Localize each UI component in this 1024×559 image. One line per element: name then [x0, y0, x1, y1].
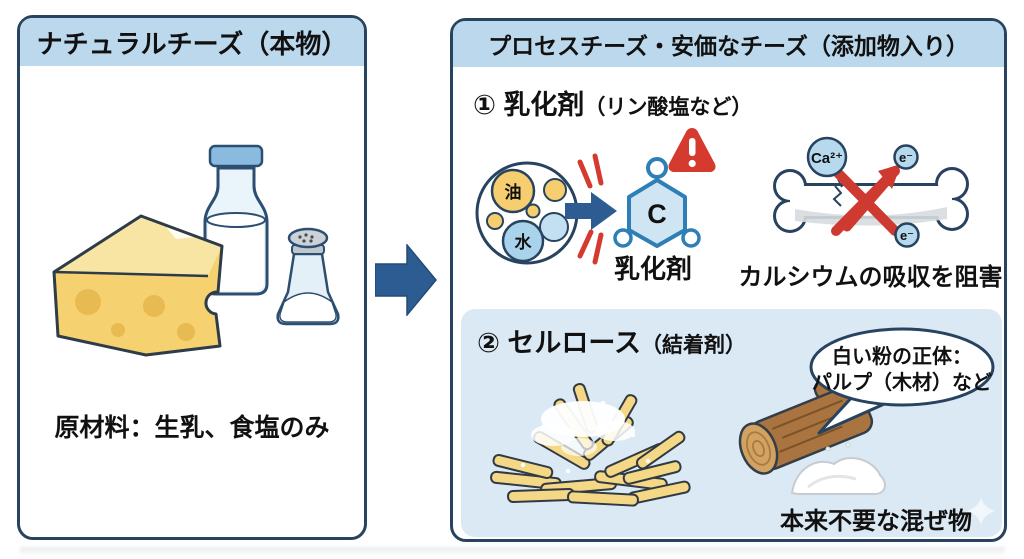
spark-marks	[577, 153, 604, 265]
white-powder-icon	[790, 442, 886, 495]
powder-dusting	[520, 400, 651, 474]
section1-heading-main: ① 乳化剤	[473, 90, 585, 120]
section1-heading: ① 乳化剤（リン酸塩など）	[473, 83, 752, 122]
shredded-cheese-icon	[490, 382, 691, 507]
oil-label: 油	[505, 182, 522, 202]
bone-icon	[773, 167, 969, 233]
water-label: 水	[515, 232, 533, 252]
left-panel-caption: 原材料：生乳、食塩のみ	[54, 414, 330, 442]
ingredients-illustration	[52, 144, 340, 357]
electron-icon	[894, 222, 920, 248]
warning-triangle-icon	[668, 128, 716, 172]
process-cheese-panel: プロセスチーズ・安価なチーズ（添加物入り） ① 乳化剤（リン酸塩など） 油 水	[450, 18, 1007, 542]
right-arrow-icon	[375, 244, 437, 316]
emulsifier-label: 乳化剤	[613, 254, 692, 284]
calcium-ion-icon	[806, 136, 848, 178]
carbon-label: C	[647, 199, 667, 229]
reaction-arrow-icon	[565, 153, 617, 265]
oil-water-circle-icon: 油 水	[475, 161, 579, 265]
section2-caption: 本来不要な混ぜ物	[780, 508, 972, 535]
molecule-icon: C	[613, 157, 701, 248]
escape-arrow-icon	[842, 164, 901, 232]
left-panel-title: ナチュラルチーズ（本物）	[20, 18, 364, 66]
section2-heading-main: ② セルロース	[477, 328, 642, 358]
speech-bubble: 白い粉の正体： パルプ（木材）など	[809, 327, 995, 435]
section2-heading-sub: （結着剤）	[641, 334, 747, 357]
small-right-arrow-icon	[565, 192, 617, 230]
calcium-label: Ca²⁺	[811, 150, 843, 167]
electron-icon	[893, 144, 919, 170]
sparkle-icon	[967, 497, 995, 525]
section2-heading: ② セルロース（結着剤）	[477, 321, 746, 360]
ground-shadow	[20, 547, 1005, 556]
right-panel-title: プロセスチーズ・安価なチーズ（添加物入り）	[453, 21, 1004, 67]
electron-label-bottom: e⁻	[900, 228, 914, 243]
salt-shaker-icon	[276, 227, 340, 326]
cheese-wedge-icon	[52, 214, 224, 357]
cellulose-subpanel: ② セルロース（結着剤）	[461, 309, 1002, 537]
bubble-line2: パルプ（木材）など	[812, 370, 992, 394]
bubble-line1: 白い粉の正体：	[832, 344, 972, 368]
section1-heading-sub: （リン酸塩など）	[584, 96, 753, 119]
natural-cheese-panel: ナチュラルチーズ（本物）	[17, 15, 367, 540]
bone-calcium-illustration: Ca²⁺ e⁻ e⁻	[773, 136, 969, 248]
section1-result-caption: カルシウムの吸収を阻害	[738, 264, 1003, 291]
electron-label-top: e⁻	[899, 150, 913, 165]
